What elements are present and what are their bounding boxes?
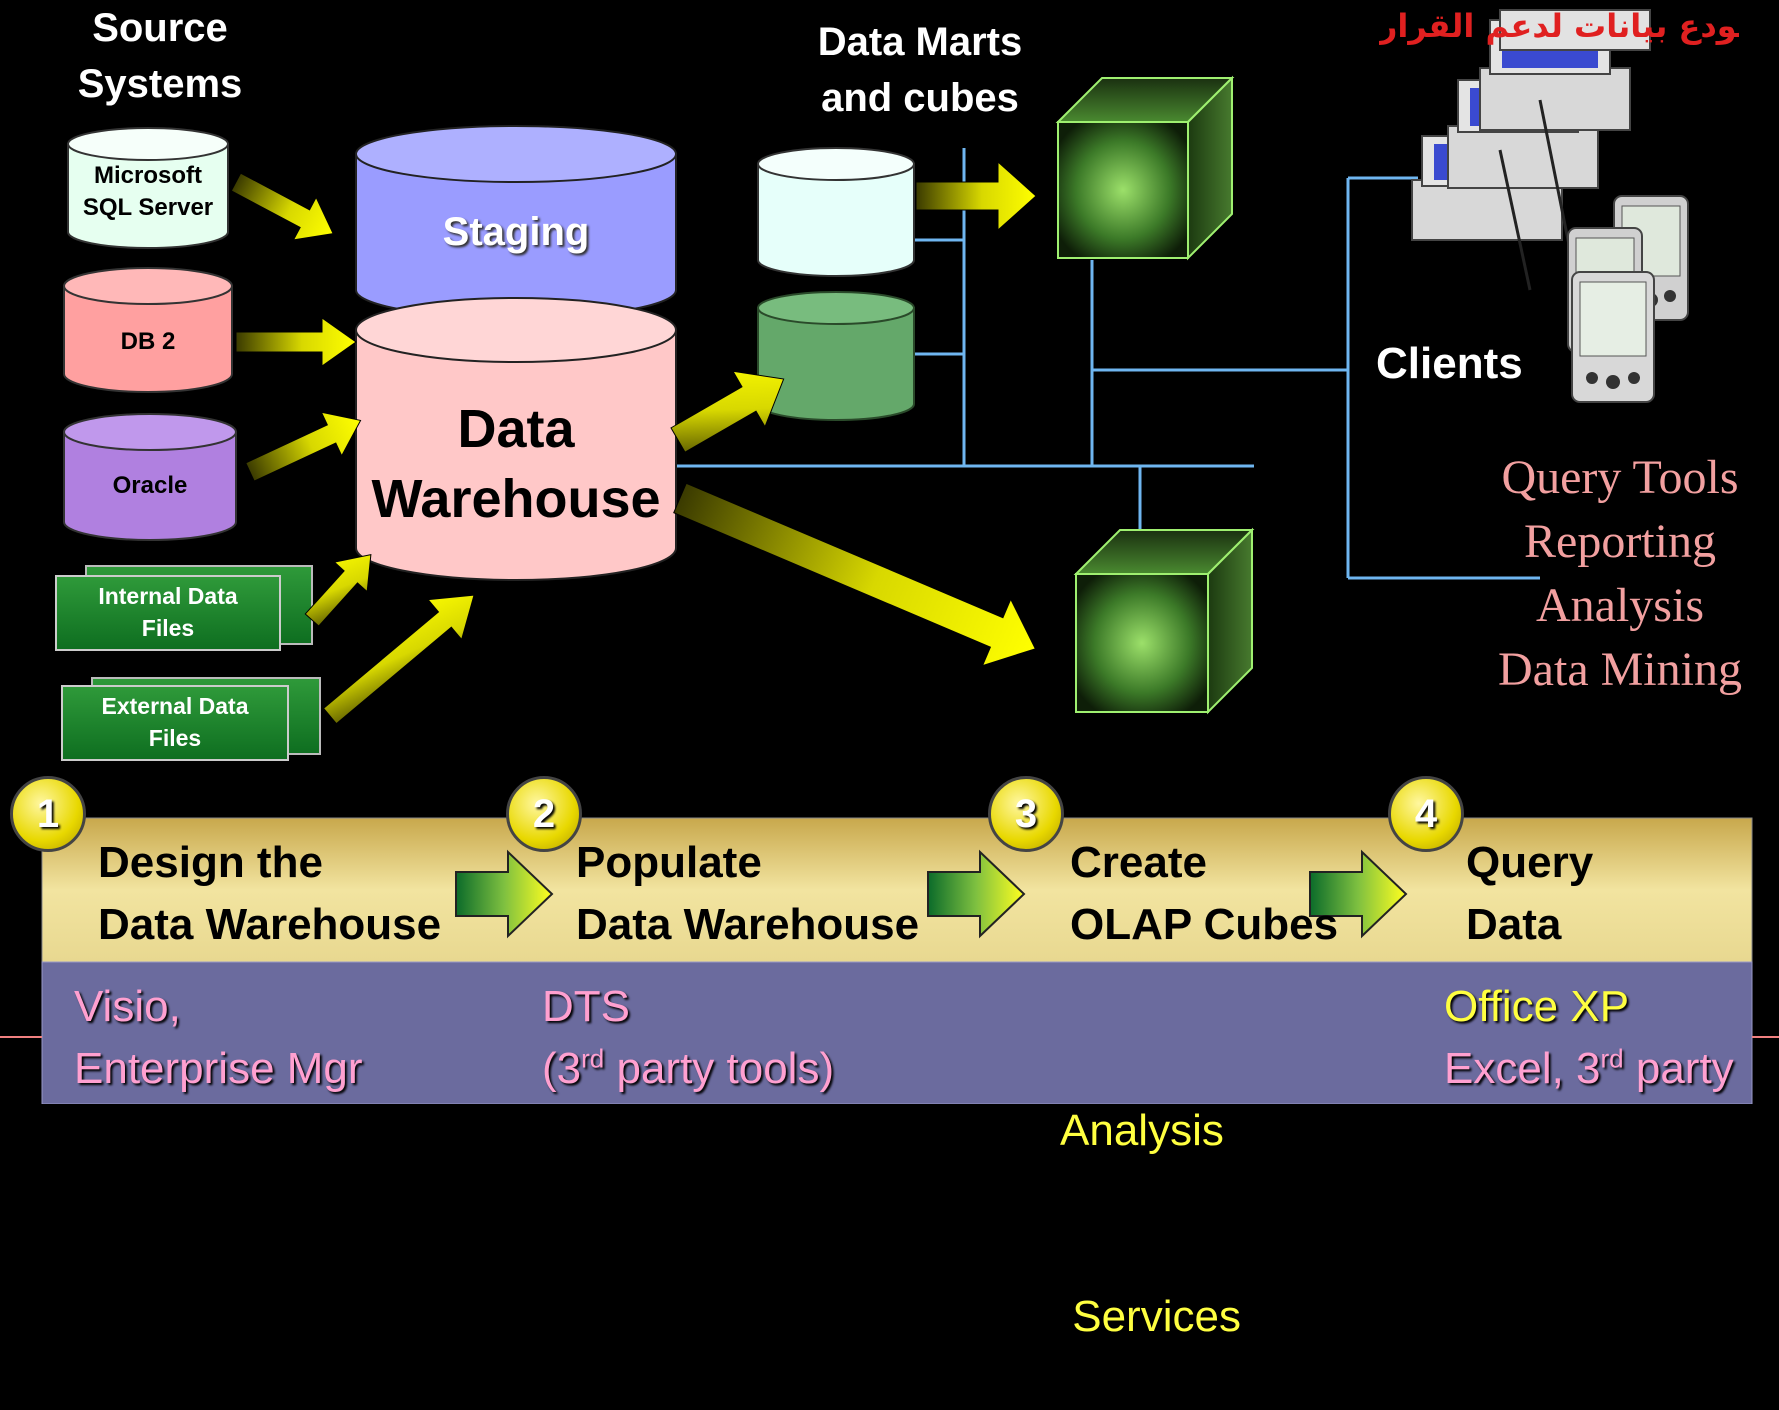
- oracle-label: Oracle: [112, 472, 188, 499]
- warehouse-cylinder: [355, 297, 677, 581]
- source-systems-heading: Source Systems: [77, 6, 243, 106]
- tool-office-line1: Office XP: [1444, 982, 1630, 1031]
- mssql-label: Microsoft SQL Server: [82, 162, 214, 221]
- olap-cube-bottom: [1073, 527, 1255, 715]
- step-arrow-1: [455, 849, 554, 939]
- mart-cylinder-green: [757, 291, 915, 421]
- step-label-populate: Populate Data Warehouse: [576, 838, 920, 949]
- steps-band: [41, 817, 1753, 963]
- step-arrows: [455, 849, 1408, 939]
- db2-label: DB 2: [120, 328, 176, 355]
- step-number-2: 2: [506, 776, 582, 852]
- arrow-db2-warehouse: [235, 317, 357, 367]
- pda-devices: [1567, 195, 1689, 403]
- client-use-query-tools: Query Tools: [1501, 451, 1739, 504]
- arrow-external-warehouse: [322, 594, 475, 725]
- network-lines: [672, 148, 1540, 580]
- client-use-data-mining: Data Mining: [1498, 643, 1742, 696]
- mart-cylinder-light: [757, 147, 915, 277]
- warehouse-label: Data Warehouse: [371, 399, 661, 529]
- arabic-title: مستودع بيانات لدعم القرار: [1379, 7, 1739, 45]
- arrow-warehouse-mart: [670, 370, 785, 453]
- diagram-canvas: [0, 9, 1779, 1104]
- tool-analysis: Analysis Services: [1060, 976, 1400, 1410]
- internal-files-label: Internal Data Files: [98, 583, 238, 641]
- tool-office: Office XP Excel, 3rd party: [1444, 976, 1764, 1100]
- staging-label: Staging: [442, 210, 590, 254]
- oracle-cylinder: [63, 413, 237, 541]
- tool-visio: Visio, Enterprise Mgr: [74, 976, 454, 1100]
- tool-analysis-line2: Services: [1060, 1292, 1241, 1341]
- step-number-3: 3: [988, 776, 1064, 852]
- step-label-query: Query Data: [1466, 838, 1594, 949]
- mssql-cylinder: [67, 127, 229, 249]
- step-arrow-3: [1309, 849, 1408, 939]
- flow-arrows: [230, 160, 1037, 725]
- client-computers: [1411, 9, 1651, 291]
- client-use-analysis: Analysis: [1536, 579, 1704, 632]
- arrow-internal-warehouse: [304, 553, 372, 627]
- clients-label: Clients: [1376, 339, 1523, 388]
- tool-dts-line2: (3rd party tools): [542, 1043, 835, 1093]
- tool-dts: DTS (3rd party tools): [542, 976, 962, 1100]
- external-files-stack: [61, 677, 321, 761]
- external-files-label: External Data Files: [101, 693, 249, 751]
- staging-cylinder: [355, 125, 677, 319]
- olap-cube-top: [1055, 75, 1235, 261]
- arrow-mssql-staging: [230, 172, 334, 241]
- db2-cylinder: [63, 267, 233, 393]
- tools-band: [41, 961, 1753, 1104]
- arrow-oracle-warehouse: [245, 411, 362, 482]
- tool-dts-line1: DTS: [542, 982, 630, 1031]
- step-number-1: 1: [10, 776, 86, 852]
- client-use-reporting: Reporting: [1524, 515, 1716, 568]
- step-number-4: 4: [1388, 776, 1464, 852]
- tool-analysis-line1: Analysis: [1060, 1106, 1224, 1155]
- data-marts-heading: Data Marts and cubes: [817, 20, 1023, 120]
- step-arrow-2: [927, 849, 1026, 939]
- arrow-warehouse-cube: [673, 482, 1037, 667]
- internal-files-stack: [55, 565, 313, 651]
- arrow-mart-cube: [915, 160, 1037, 232]
- tool-visio-line1: Visio,: [74, 982, 181, 1031]
- step-label-design: Design the Data Warehouse: [98, 838, 442, 949]
- tool-office-line2: Excel, 3rd party: [1444, 1043, 1734, 1093]
- step-label-olap: Create OLAP Cubes: [1070, 838, 1339, 949]
- tool-visio-line2: Enterprise Mgr: [74, 1044, 363, 1093]
